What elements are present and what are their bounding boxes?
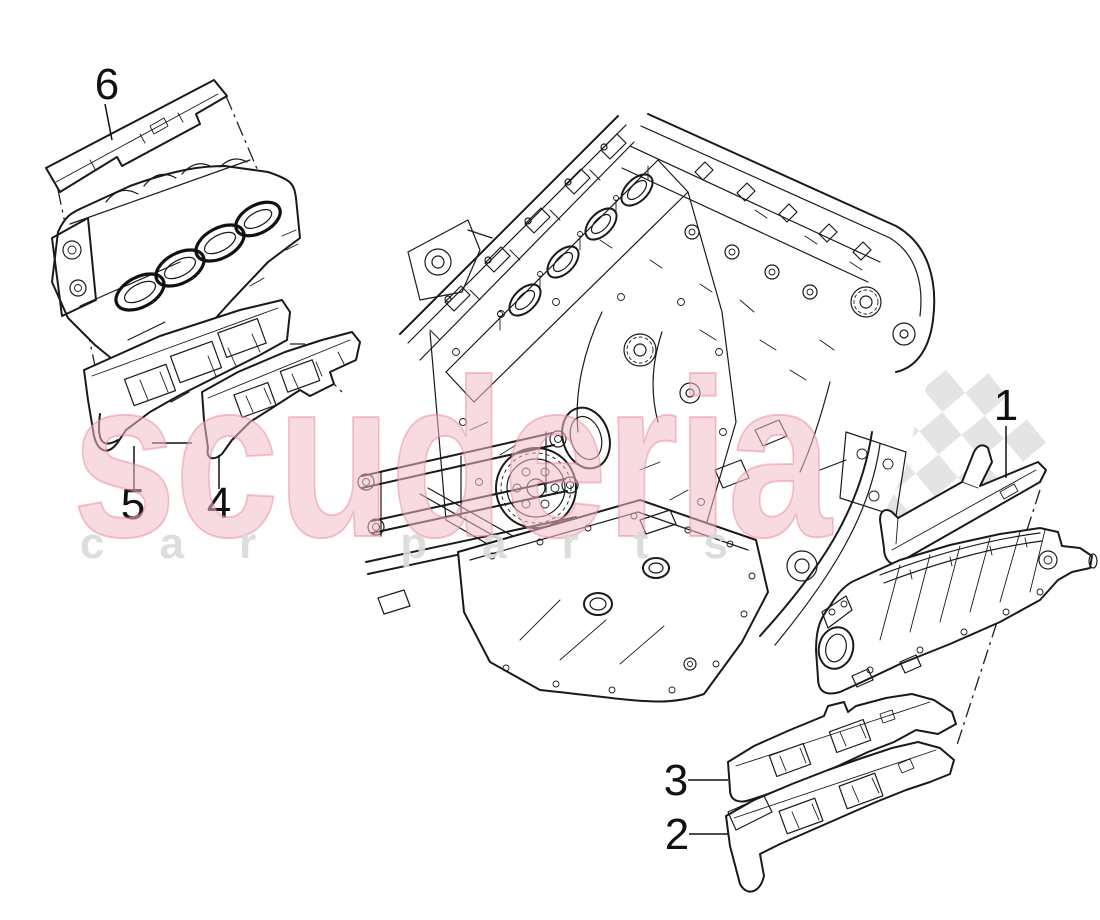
engine-detail-pads [639, 419, 788, 535]
callout-3: 3 [664, 756, 688, 805]
part-6-heat-shield [45, 79, 228, 193]
callouts: 6 5 4 1 3 2 [95, 60, 1018, 859]
engine-left-bank [399, 115, 689, 403]
callout-1: 1 [994, 381, 1018, 430]
engine-assembly-drawing [352, 96, 936, 707]
crank-pulley [495, 447, 577, 529]
valve-cover-body [815, 527, 1098, 695]
callout-6: 6 [95, 60, 119, 109]
engine-right-bank [621, 113, 936, 373]
cam-sprocket [623, 333, 657, 367]
engine-oil-pan [457, 499, 769, 703]
part-4-sound-absorber [201, 331, 361, 460]
engine-detail-strokes [469, 209, 863, 501]
watermark-brand-text: scuderia [72, 332, 833, 584]
part-3-sound-absorber [727, 693, 957, 803]
callout-5: 5 [121, 480, 145, 529]
egr-flange [51, 217, 97, 317]
intake-manifold-body [51, 158, 301, 405]
leader-lines [104, 103, 1007, 835]
brand-watermark: scuderia car parts [71, 331, 836, 585]
left-intake-manifold-assembly [45, 79, 361, 460]
part-5-sound-absorber [83, 299, 291, 452]
part-2-sound-absorber [725, 741, 955, 893]
callout-4: 4 [207, 479, 231, 528]
throttle-port [817, 626, 855, 670]
callout-2: 2 [665, 810, 689, 859]
watermark-tagline-text: car parts [80, 519, 783, 568]
right-valve-cover-assembly [725, 444, 1098, 893]
engine-bell-housing [759, 286, 916, 646]
